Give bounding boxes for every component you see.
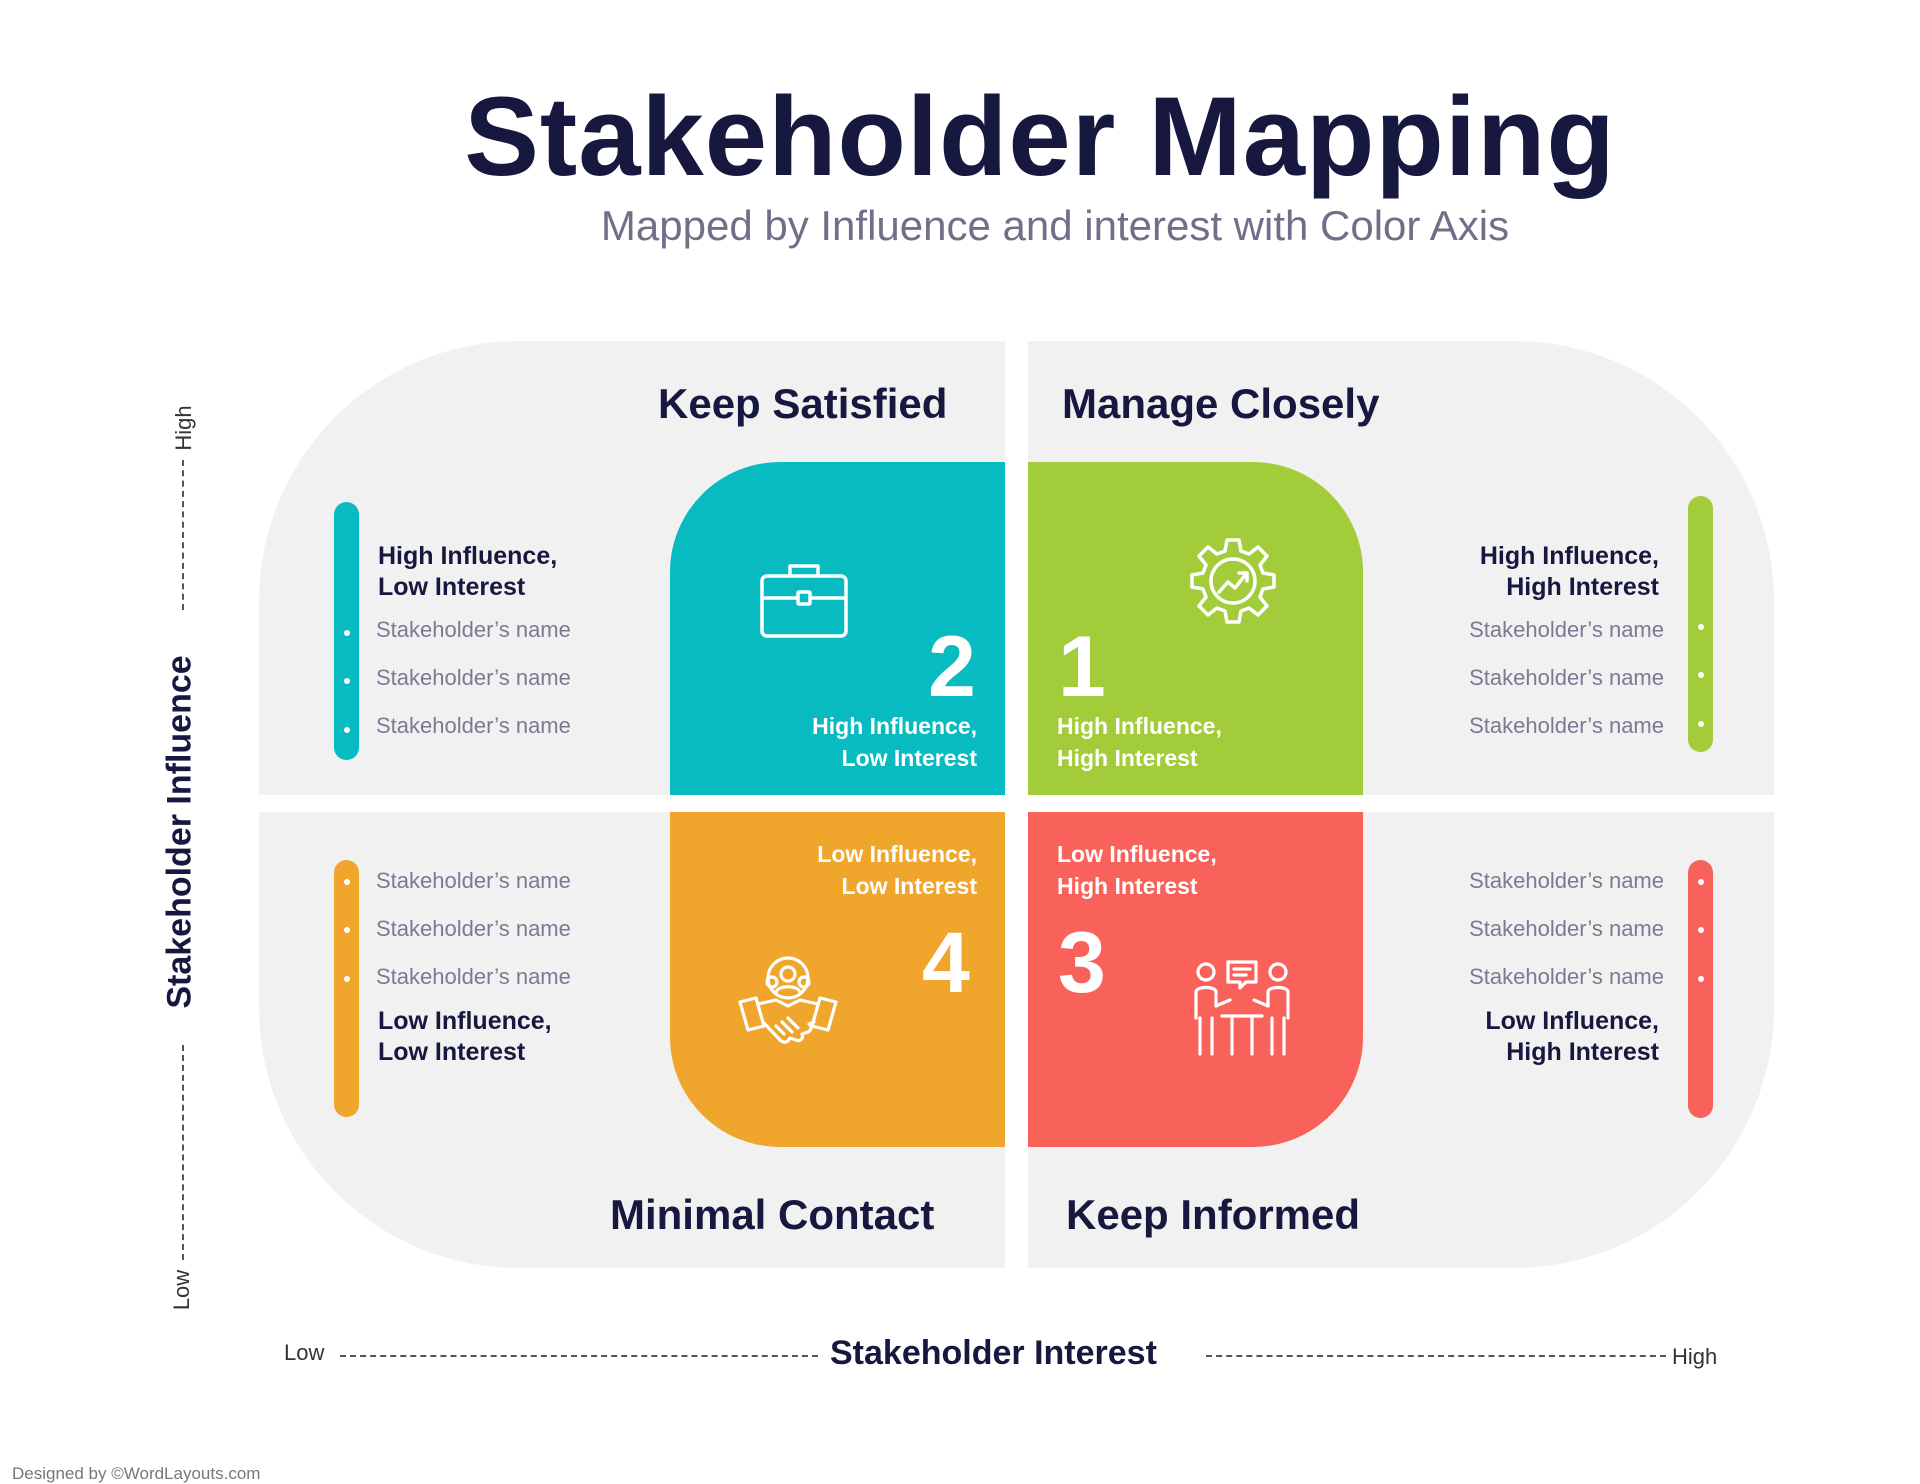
briefcase-icon [760, 564, 848, 638]
stakeholder-name: Stakeholder’s name [1469, 617, 1664, 642]
quadrant-2-tile: 2 High Influence, Low Interest [670, 462, 1005, 795]
bullet-dot [1698, 672, 1704, 678]
quadrant-1-side-heading: High Influence, High Interest [1480, 541, 1659, 603]
stakeholder-name: Stakeholder’s name [376, 713, 571, 738]
quadrant-4-tile-label-line2: Low Interest [841, 873, 977, 899]
gear-growth-icon [1190, 538, 1276, 624]
x-axis-low-label: Low [284, 1340, 325, 1365]
quadrant-2-side-heading-line2: Low Interest [378, 573, 526, 601]
stakeholder-name: Stakeholder’s name [376, 964, 571, 989]
quadrant-4-tile: Low Influence, Low Interest 4 [670, 812, 1005, 1147]
quadrant-4-heading: Minimal Contact [610, 1191, 935, 1238]
page-subtitle: Mapped by Influence and interest with Co… [600, 202, 1510, 249]
stakeholder-name: Stakeholder’s name [376, 916, 571, 941]
quadrant-4-color-bar [334, 860, 359, 1117]
quadrant-2-tile-label: High Influence, Low Interest [812, 710, 977, 774]
quadrant-4-tile-label-line1: Low Influence, [817, 841, 977, 867]
bullet-dot [1698, 721, 1704, 727]
quadrant-2-color-bar [334, 502, 359, 760]
x-axis-title: Stakeholder Interest [830, 1334, 1157, 1372]
quadrant-3-tile-label-line2: High Interest [1057, 873, 1198, 899]
quadrant-2-heading: Keep Satisfied [658, 380, 948, 427]
quadrant-1-heading: Manage Closely [1062, 380, 1380, 427]
stakeholder-name: Stakeholder’s name [1469, 868, 1664, 893]
meeting-icon [1194, 960, 1290, 1056]
stakeholder-name: Stakeholder’s name [1469, 713, 1664, 738]
y-axis-low-label: Low [169, 1269, 194, 1311]
quadrant-3-tile-label-line1: Low Influence, [1057, 841, 1217, 867]
bullet-dot [1698, 927, 1704, 933]
credit-text: Designed by ©WordLayouts.com [12, 1464, 261, 1483]
quadrant-3-color-bar [1688, 860, 1713, 1118]
stakeholder-name: Stakeholder’s name [1469, 916, 1664, 941]
page-title: Stakeholder Mapping [464, 74, 1616, 199]
x-axis-high-label: High [1672, 1344, 1718, 1369]
quadrant-4-side-heading-line1: Low Influence, [378, 1007, 552, 1035]
quadrant-1-side-heading-line1: High Influence, [1479, 542, 1659, 570]
bullet-dot [344, 927, 350, 933]
quadrant-2-number: 2 [928, 619, 976, 715]
quadrant-1-tile-label-line1: High Influence, [1057, 713, 1222, 739]
bullet-dot [344, 727, 350, 733]
quadrant-2-side-heading: High Influence, Low Interest [378, 541, 557, 603]
bullet-dot [344, 630, 350, 636]
y-axis-dash-upper [182, 460, 184, 610]
quadrant-1-tile-label-line2: High Interest [1057, 745, 1198, 771]
quadrant-4-tile-label: Low Influence, Low Interest [817, 838, 977, 902]
quadrant-1-tile: 1 High Influence, High Interest [1028, 462, 1363, 795]
quadrant-3-side-heading: Low Influence, High Interest [1485, 1006, 1659, 1068]
bullet-dot [1698, 624, 1704, 630]
y-axis-high-label: High [171, 405, 196, 451]
y-axis-dash-lower [182, 1045, 184, 1260]
quadrant-1-side-heading-line2: High Interest [1506, 573, 1659, 601]
quadrant-3-side-heading-line2: High Interest [1506, 1038, 1659, 1066]
stakeholder-name: Stakeholder’s name [376, 665, 571, 690]
bullet-dot [1698, 879, 1704, 885]
x-axis-dash-right [1206, 1355, 1666, 1357]
stakeholder-name: Stakeholder’s name [376, 617, 571, 642]
y-axis-title: Stakeholder Influence [160, 655, 199, 1009]
quadrant-2-side-heading-line1: High Influence, [378, 542, 558, 570]
quadrant-3-number: 3 [1058, 915, 1106, 1011]
x-axis-dash-left [340, 1355, 818, 1357]
quadrant-4-side-heading: Low Influence, Low Interest [378, 1006, 552, 1068]
bullet-dot [344, 678, 350, 684]
stakeholder-name: Stakeholder’s name [376, 868, 571, 893]
quadrant-1-color-bar [1688, 496, 1713, 752]
bullet-dot [344, 976, 350, 982]
quadrant-3-tile-label: Low Influence, High Interest [1057, 838, 1217, 902]
team-handshake-icon [738, 956, 838, 1044]
stakeholder-name: Stakeholder’s name [1469, 964, 1664, 989]
quadrant-3-tile: Low Influence, High Interest 3 [1028, 812, 1363, 1147]
quadrant-1-tile-label: High Influence, High Interest [1057, 710, 1222, 774]
quadrant-2-tile-label-line1: High Influence, [812, 713, 977, 739]
bullet-dot [344, 879, 350, 885]
quadrant-3-side-heading-line1: Low Influence, [1485, 1007, 1659, 1035]
stakeholder-name: Stakeholder’s name [1469, 665, 1664, 690]
quadrant-3-heading: Keep Informed [1066, 1191, 1361, 1238]
quadrant-4-side-heading-line2: Low Interest [378, 1038, 526, 1066]
bullet-dot [1698, 976, 1704, 982]
quadrant-2-tile-label-line2: Low Interest [841, 745, 977, 771]
quadrant-1-number: 1 [1058, 619, 1106, 715]
quadrant-4-number: 4 [922, 915, 970, 1011]
